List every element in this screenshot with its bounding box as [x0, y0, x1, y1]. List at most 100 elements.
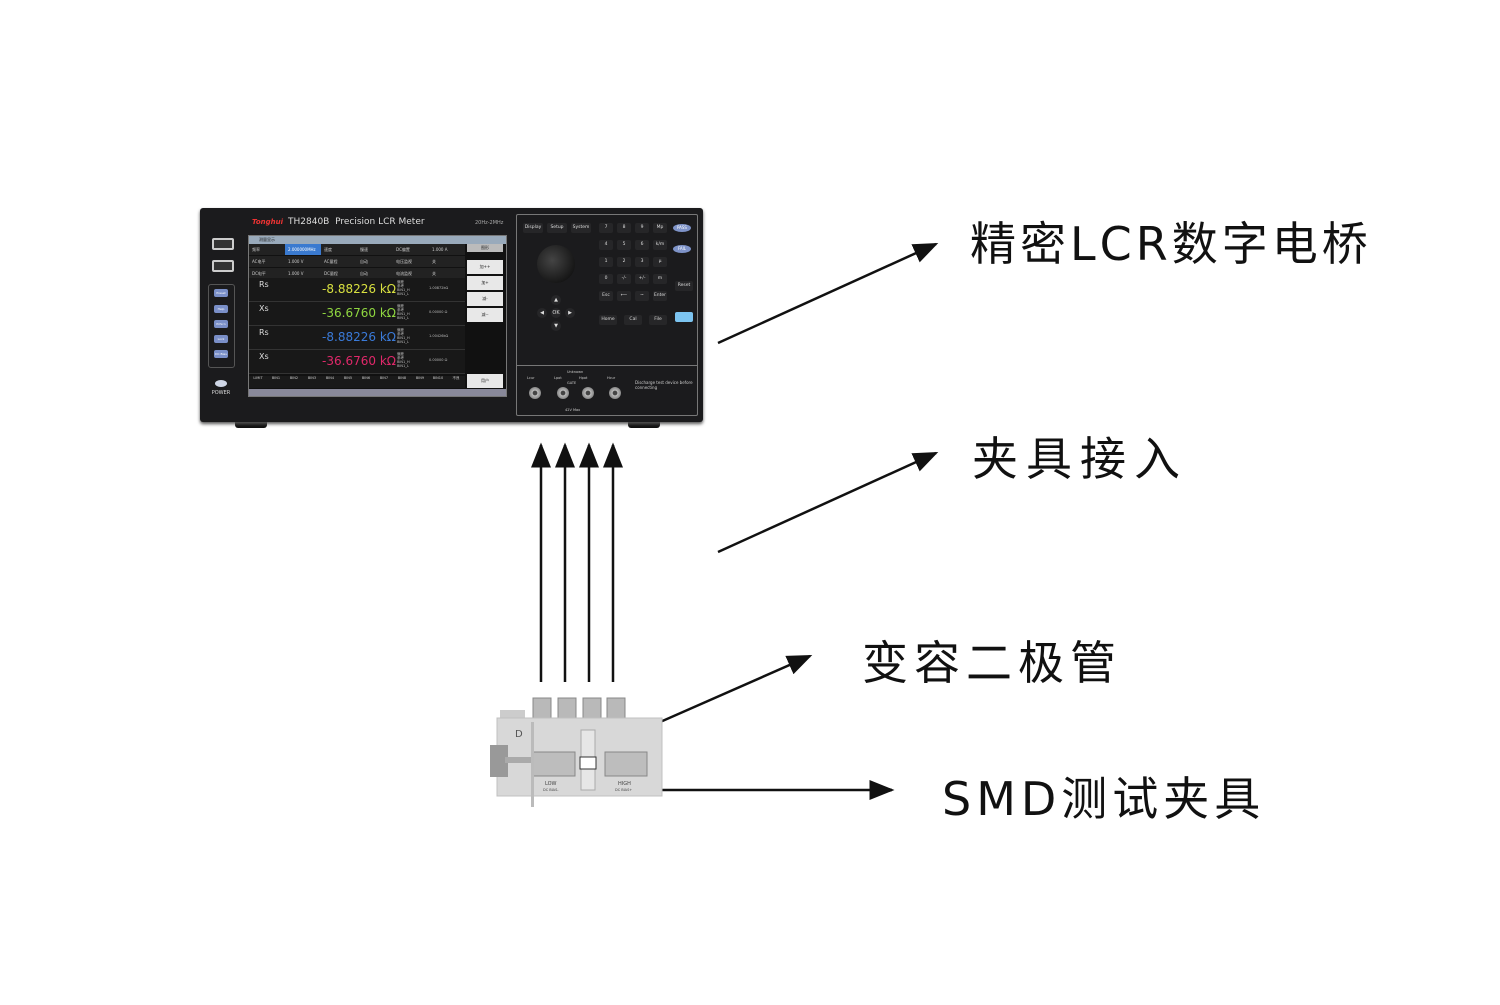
- param-name: DC电平: [252, 271, 266, 276]
- varactor-diode: [579, 756, 597, 770]
- bin-label: BIN10: [432, 376, 444, 380]
- keypad-key[interactable]: 3: [635, 257, 649, 267]
- keypad-key[interactable]: 4: [599, 240, 613, 250]
- softkey[interactable]: 减--: [467, 308, 503, 322]
- param-value[interactable]: 1.000 V: [288, 259, 304, 264]
- param-value[interactable]: 1.000 V: [288, 271, 304, 276]
- varactor-diode-label: 变容二极管: [862, 636, 1122, 690]
- instrument-foot: [235, 422, 267, 428]
- key-setup[interactable]: Setup: [547, 223, 567, 233]
- param-value[interactable]: 关: [432, 271, 436, 276]
- terminal-label: Lpot: [554, 376, 562, 380]
- key-system[interactable]: System: [571, 223, 591, 233]
- left-arrow-icon[interactable]: ◀: [537, 308, 547, 318]
- keypad-key[interactable]: 1: [599, 257, 613, 267]
- bin-label: BIN8: [397, 376, 407, 380]
- usb-port: [212, 238, 234, 250]
- keypad-key[interactable]: Esc: [599, 291, 613, 301]
- keypad-key[interactable]: 7: [599, 223, 613, 233]
- hcur-bnc[interactable]: [609, 387, 621, 399]
- key-display[interactable]: Display: [523, 223, 543, 233]
- dc-bias-button[interactable]: DC Bias: [214, 350, 228, 358]
- bin-label: BIN1: [271, 376, 281, 380]
- lpot-bnc[interactable]: [557, 387, 569, 399]
- measurement-param: Rs: [259, 280, 269, 289]
- rotary-knob[interactable]: [537, 245, 575, 283]
- softkey[interactable]: 加+: [467, 276, 503, 290]
- keypad-key[interactable]: ⟵: [617, 291, 631, 301]
- softkey[interactable]: 图形: [467, 244, 503, 252]
- high-label: HIGH: [618, 781, 631, 787]
- lock-button[interactable]: Lock: [214, 335, 228, 343]
- up-arrow-icon[interactable]: ▲: [551, 295, 561, 305]
- freq-range: 20Hz-2MHz: [475, 220, 504, 226]
- help-button[interactable]: Help: [214, 305, 228, 313]
- side-info-label: BIN1_L: [397, 316, 409, 320]
- key-file[interactable]: File: [649, 315, 667, 325]
- keypad-key[interactable]: 9: [635, 223, 649, 233]
- keypad-key[interactable]: ~: [635, 291, 649, 301]
- max-voltage-label: 42V Max: [565, 408, 581, 412]
- side-info-label: 参考: [397, 284, 404, 288]
- keypad-key[interactable]: Mp: [653, 223, 667, 233]
- param-value[interactable]: 关: [432, 259, 436, 264]
- param-name: AC电平: [252, 259, 266, 264]
- side-info-label: 偏差: [397, 280, 404, 284]
- usb-port: [212, 260, 234, 272]
- key-home[interactable]: Home: [599, 315, 617, 325]
- keypad-key[interactable]: +/-: [635, 274, 649, 284]
- side-info-label: BIN1_H: [397, 336, 410, 340]
- bin-label: BIN4: [325, 376, 335, 380]
- arrow-to-lcr-label: [717, 242, 939, 345]
- bin-label: BIN3: [307, 376, 317, 380]
- preset-button[interactable]: Preset: [214, 289, 228, 297]
- keypad-key[interactable]: -/-: [617, 274, 631, 284]
- print-screen-button[interactable]: PriScn: [214, 320, 228, 328]
- param-name: 电压监视: [396, 259, 412, 264]
- reference-value: 0.00000 Ω: [429, 358, 448, 362]
- trigger-button[interactable]: [675, 312, 693, 322]
- param-value[interactable]: 自动: [360, 271, 368, 276]
- right-arrow-icon[interactable]: ▶: [565, 308, 575, 318]
- keypad-key[interactable]: 6: [635, 240, 649, 250]
- reference-value: 1.00872kΩ: [429, 286, 449, 290]
- softkey[interactable]: 减-: [467, 292, 503, 306]
- param-value[interactable]: 慢速: [360, 247, 368, 252]
- keypad-key[interactable]: Enter: [653, 291, 667, 301]
- keypad-key[interactable]: m: [653, 274, 667, 284]
- model-name: Precision LCR Meter: [335, 217, 425, 227]
- key-cal[interactable]: Cal: [624, 315, 642, 325]
- ok-button[interactable]: OK: [551, 308, 561, 318]
- keypad-key[interactable]: 0: [599, 274, 613, 284]
- keypad-key[interactable]: k/m: [653, 240, 667, 250]
- bin-label: BIN2: [289, 376, 299, 380]
- keypad-key[interactable]: 2: [617, 257, 631, 267]
- softkey[interactable]: 加++: [467, 260, 503, 274]
- param-value[interactable]: 自动: [360, 259, 368, 264]
- measurement-value: -36.6760 kΩ: [322, 306, 396, 320]
- reference-value: 0.00000 Ω: [429, 310, 448, 314]
- keypad-key[interactable]: μ: [653, 257, 667, 267]
- reset-button[interactable]: Reset: [675, 281, 693, 291]
- high-sub-label: DC BIAS+: [615, 788, 632, 792]
- keypad-key[interactable]: 8: [617, 223, 631, 233]
- power-button[interactable]: POWER: [210, 380, 232, 396]
- param-value[interactable]: 2.000000MHz: [285, 244, 321, 255]
- side-info-label: 偏差: [397, 304, 404, 308]
- side-info-label: BIN1_H: [397, 360, 410, 364]
- softkey[interactable]: 用户: [467, 374, 503, 388]
- lcur-bnc[interactable]: [529, 387, 541, 399]
- param-value[interactable]: 1.000 A: [432, 247, 448, 252]
- down-arrow-icon[interactable]: ▼: [551, 321, 561, 331]
- hpot-bnc[interactable]: [582, 387, 594, 399]
- bin-label: BIN7: [379, 376, 389, 380]
- keypad-key[interactable]: 5: [617, 240, 631, 250]
